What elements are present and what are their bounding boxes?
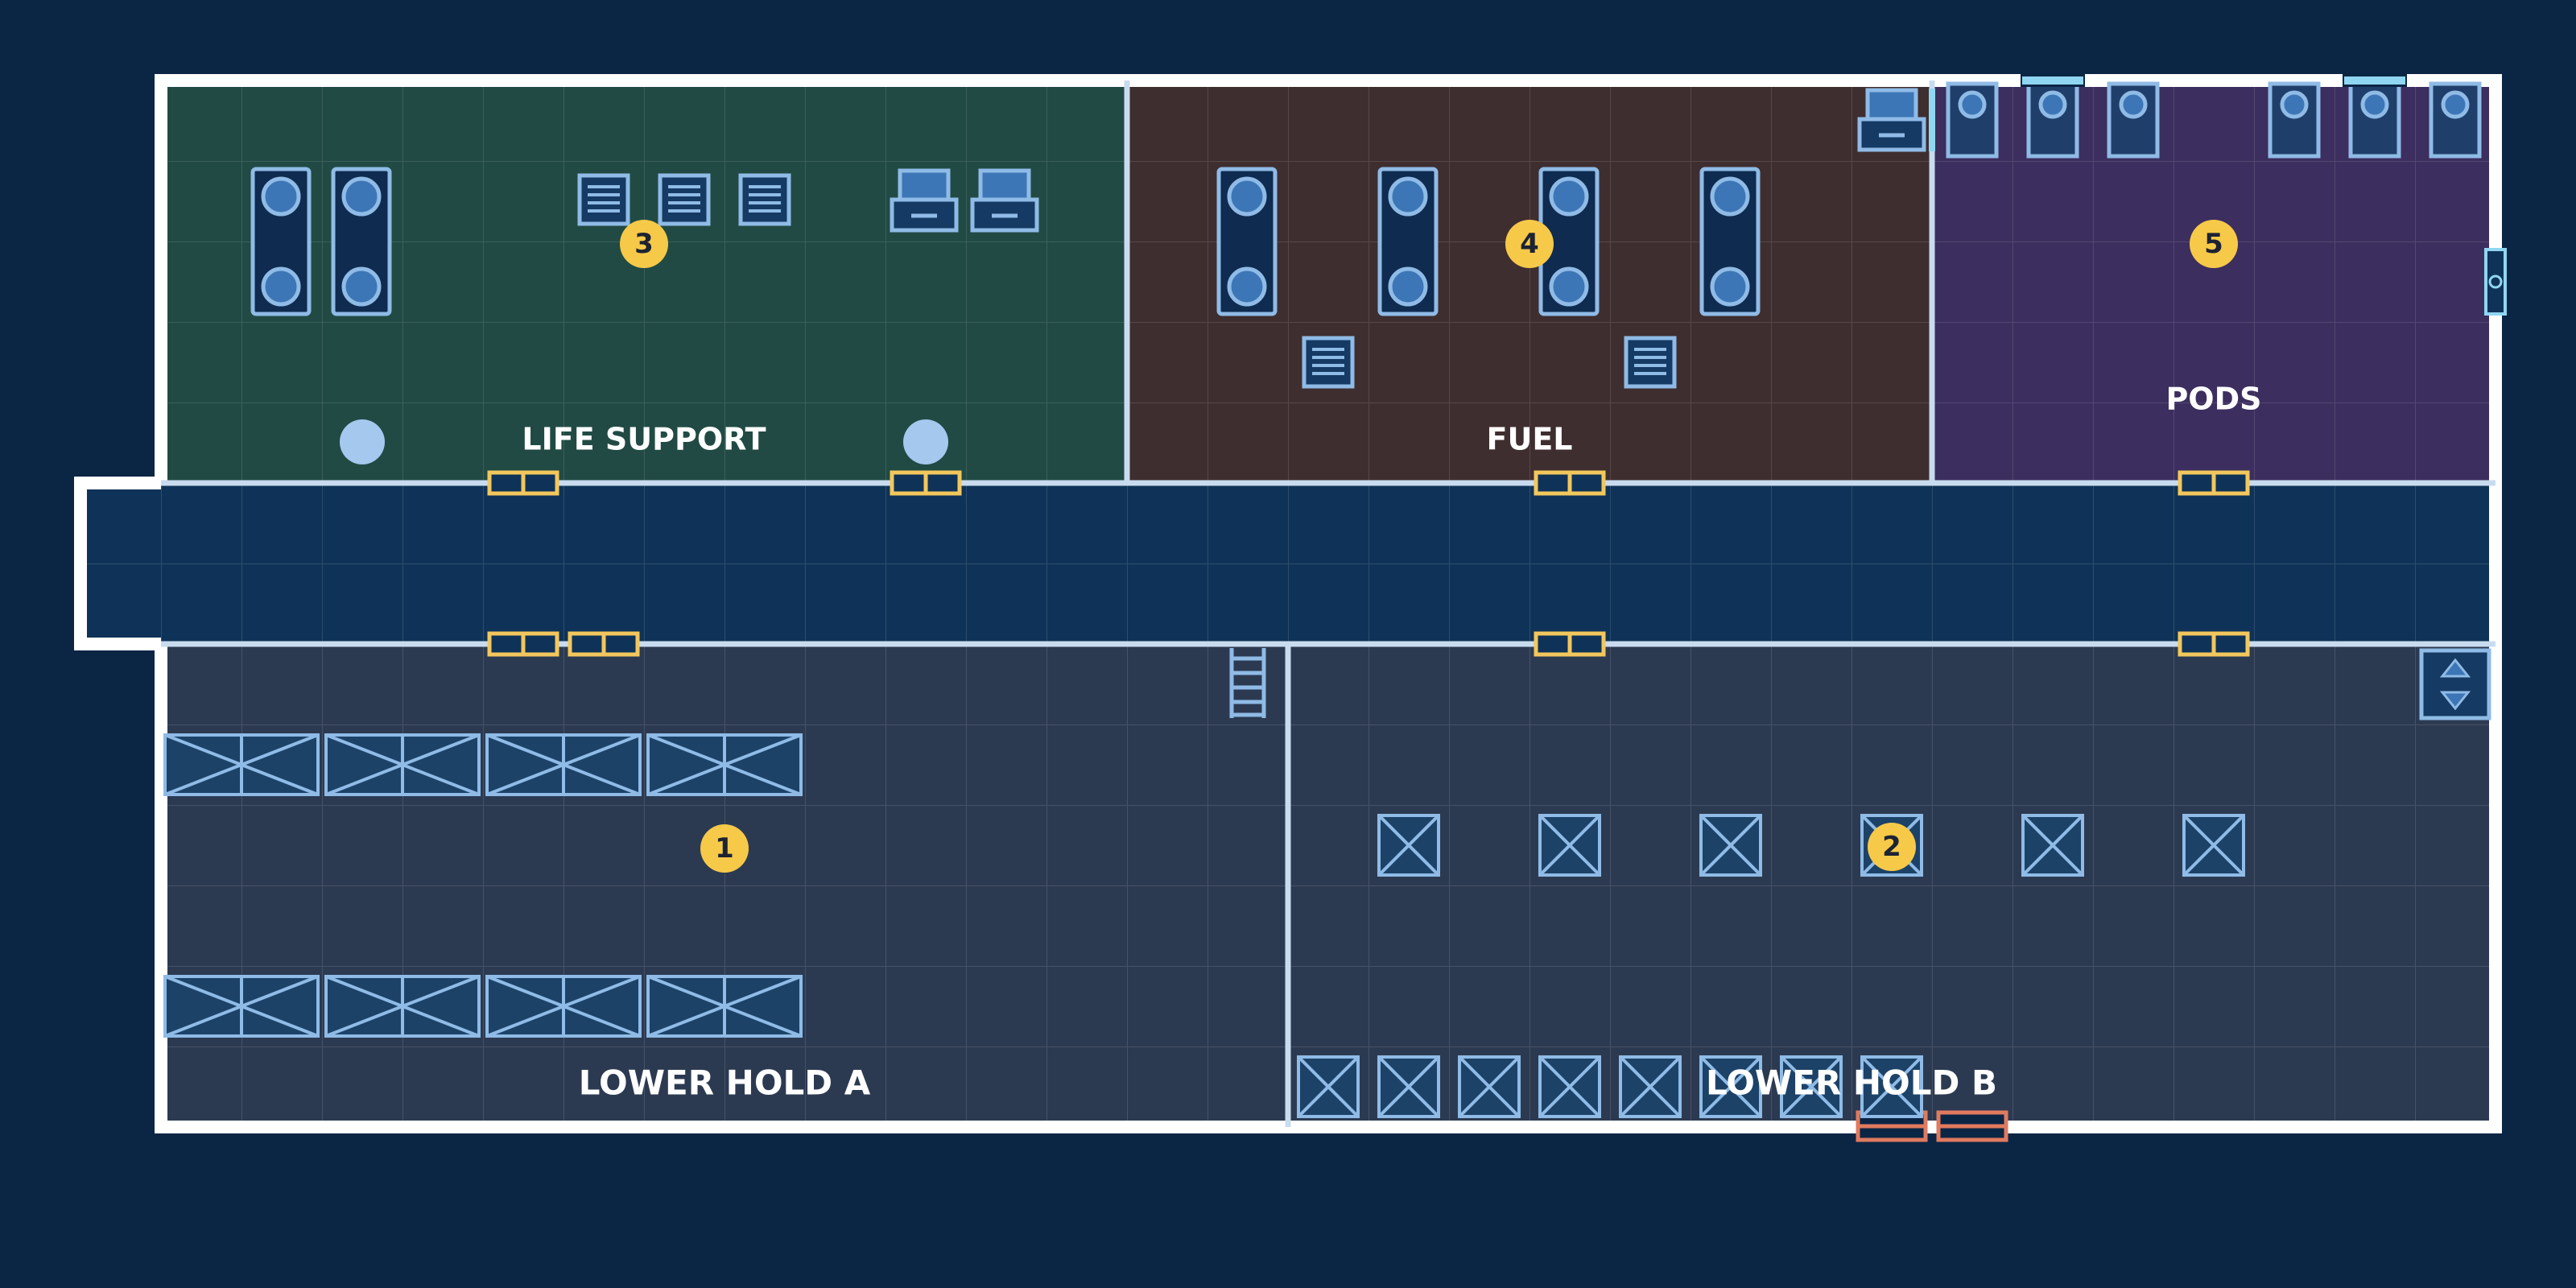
cargo-crate-icon[interactable] (485, 733, 642, 796)
room-labels: LIFE SUPPORT FUEL PODS LOWER HOLD A LOWE… (522, 382, 2261, 1103)
exit-hatch-icon[interactable] (1936, 1110, 2008, 1142)
door-icon[interactable] (2178, 470, 2250, 496)
door-icon[interactable] (568, 631, 640, 657)
room-label-life-support: LIFE SUPPORT (522, 422, 766, 457)
room-label-pods: PODS (2165, 382, 2261, 417)
outer-hull (74, 74, 2502, 1133)
escape-pod-icon[interactable] (2429, 81, 2482, 159)
vent-grate-icon (577, 173, 630, 226)
fuel-tank-icon[interactable] (1216, 167, 1278, 316)
cargo-crate-icon[interactable] (163, 733, 320, 796)
door-icon[interactable] (1534, 470, 1606, 496)
fuel-tank-icon[interactable] (1377, 167, 1439, 316)
computer-terminal-icon[interactable] (970, 168, 1039, 233)
escape-pod-icon[interactable] (2348, 81, 2401, 159)
cargo-crate-icon[interactable] (2021, 814, 2084, 877)
oxygen-tank-icon[interactable] (331, 167, 392, 316)
cargo-crate-icon[interactable] (324, 975, 481, 1038)
marker-3[interactable]: 3 (620, 220, 668, 268)
cargo-crate-icon[interactable] (1538, 1055, 1601, 1118)
oxygen-tank-icon[interactable] (250, 167, 312, 316)
escape-pod-icon[interactable] (1946, 81, 1999, 159)
cargo-crate-icon[interactable] (1377, 1055, 1440, 1118)
window-icon (2343, 74, 2407, 87)
door-icon[interactable] (487, 470, 559, 496)
door-icon[interactable] (1534, 631, 1606, 657)
cargo-crate-icon[interactable] (1538, 814, 1601, 877)
cargo-crate-icon[interactable] (2182, 814, 2245, 877)
cargo-crate-icon[interactable] (1699, 814, 1762, 877)
cargo-crate-icon[interactable] (646, 733, 803, 796)
vent-grate-icon (658, 173, 711, 226)
door-icon[interactable] (487, 631, 559, 657)
escape-pod-icon[interactable] (2026, 81, 2079, 159)
marker-2[interactable]: 2 (1868, 823, 1916, 871)
cargo-crate-icon[interactable] (1619, 1055, 1682, 1118)
marker-1[interactable]: 1 (700, 824, 749, 873)
marker-3-label: 3 (634, 228, 654, 260)
airlock-icon[interactable] (2484, 248, 2507, 316)
window-icon (2021, 74, 2085, 87)
computer-terminal-icon[interactable] (1857, 88, 1926, 152)
floor-grid (161, 80, 2496, 1127)
ladder-icon[interactable] (1229, 648, 1266, 718)
life-support-equipment (250, 167, 1039, 464)
pods-equipment (1946, 81, 2482, 159)
computer-terminal-icon[interactable] (890, 168, 959, 233)
elevator-icon[interactable] (2419, 648, 2491, 720)
hold-a-crates (163, 733, 803, 1038)
marker-4-label: 4 (1520, 228, 1539, 260)
marker-5[interactable]: 5 (2190, 220, 2238, 268)
numbered-markers: 3 4 5 1 2 (620, 220, 2238, 873)
escape-pod-icon[interactable] (2268, 81, 2321, 159)
cargo-crate-icon[interactable] (1780, 1055, 1843, 1118)
marker-4[interactable]: 4 (1505, 220, 1554, 268)
airlock-grid (80, 483, 161, 644)
cargo-crate-icon[interactable] (1860, 1055, 1923, 1118)
hold-b-crates (1297, 814, 2245, 1118)
cargo-crate-icon[interactable] (163, 975, 320, 1038)
cargo-crate-icon[interactable] (1458, 1055, 1521, 1118)
room-label-lower-hold-b: LOWER HOLD B (1706, 1063, 1997, 1103)
fuel-tank-icon[interactable] (1538, 167, 1600, 316)
room-label-lower-hold-a: LOWER HOLD A (579, 1063, 871, 1103)
cargo-crate-icon[interactable] (1699, 1055, 1762, 1118)
vent-grate-icon (1302, 336, 1355, 389)
light-fixture-icon (340, 419, 385, 464)
escape-pod-icon[interactable] (2107, 81, 2160, 159)
fuel-equipment (1216, 88, 1926, 389)
vent-grate-icon (738, 173, 791, 226)
marker-2-label: 2 (1882, 831, 1901, 863)
marker-5-label: 5 (2204, 228, 2223, 260)
light-fixture-icon (903, 419, 948, 464)
hull-windows (1929, 74, 2507, 316)
cargo-crate-icon[interactable] (1377, 814, 1440, 877)
fuel-tank-icon[interactable] (1699, 167, 1761, 316)
doors (487, 470, 2250, 657)
cargo-crate-icon[interactable] (324, 733, 481, 796)
door-icon[interactable] (2178, 631, 2250, 657)
marker-1-label: 1 (715, 832, 734, 865)
cargo-crate-icon[interactable] (485, 975, 642, 1038)
cargo-crate-icon[interactable] (646, 975, 803, 1038)
room-label-fuel: FUEL (1487, 422, 1573, 457)
cargo-crate-icon[interactable] (1297, 1055, 1360, 1118)
vent-grate-icon (1624, 336, 1677, 389)
door-icon[interactable] (890, 470, 962, 496)
